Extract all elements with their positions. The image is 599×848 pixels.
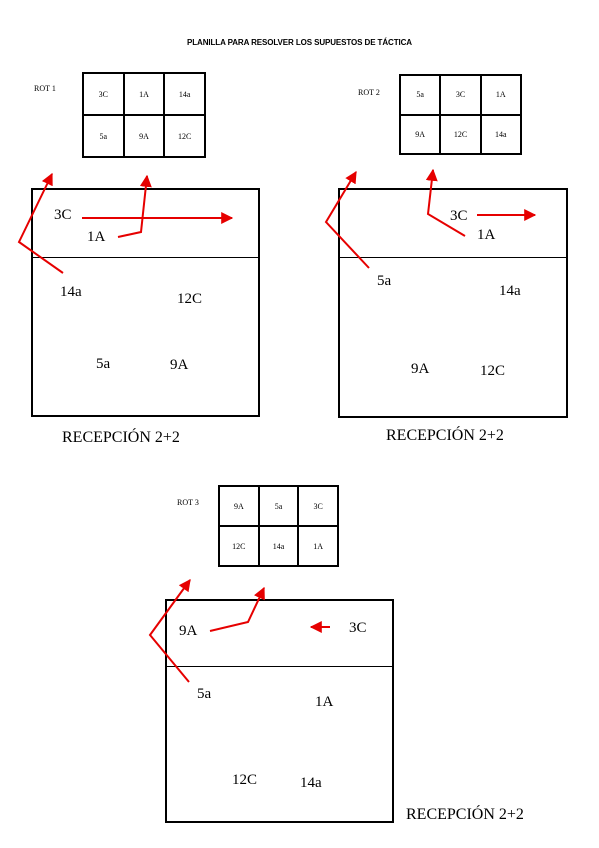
rotation-2-caption: RECEPCIÓN 2+2 <box>386 427 504 444</box>
rotation-1-label: ROT 1 <box>34 84 56 93</box>
player-label: 9A <box>179 623 198 639</box>
grid-cell: 9A <box>400 114 441 154</box>
player-label: 12C <box>232 772 258 788</box>
rotation-3-label: ROT 3 <box>177 498 199 507</box>
rotation-3-grid: 9A 5a 3C 12C 14a 1A <box>218 485 339 567</box>
player-label: 9A <box>170 357 189 373</box>
player-label: 9A <box>411 361 430 377</box>
grid-cell: 12C <box>164 115 205 157</box>
player-label: 5a <box>197 686 212 702</box>
net-line <box>33 257 258 258</box>
player-label: 3C <box>54 207 72 223</box>
player-label: 12C <box>480 363 506 379</box>
page-title: PLANILLA PARA RESOLVER LOS SUPUESTOS DE … <box>187 38 412 47</box>
player-label: 5a <box>377 273 392 289</box>
grid-cell: 3C <box>83 73 124 115</box>
player-label: 1A <box>87 229 106 245</box>
grid-cell: 5a <box>258 486 299 526</box>
player-label: 14a <box>60 284 82 300</box>
grid-cell: 9A <box>219 486 259 526</box>
grid-cell: 5a <box>400 75 441 115</box>
player-label: 3C <box>450 208 468 224</box>
rotation-3-caption: RECEPCIÓN 2+2 <box>406 806 524 823</box>
rotation-1-caption: RECEPCIÓN 2+2 <box>62 429 180 446</box>
rotation-2-grid: 5a 3C 1A 9A 12C 14a <box>399 74 522 155</box>
net-line <box>167 666 392 667</box>
grid-cell: 14a <box>164 73 205 115</box>
grid-cell: 3C <box>440 75 481 115</box>
grid-cell: 5a <box>83 115 124 157</box>
net-line <box>340 257 566 258</box>
grid-cell: 9A <box>123 115 165 157</box>
rotation-1-grid: 3C 1A 14a 5a 9A 12C <box>82 72 206 158</box>
grid-cell: 3C <box>298 486 338 526</box>
player-label: 14a <box>499 283 521 299</box>
player-label: 12C <box>177 291 203 307</box>
player-label: 1A <box>477 227 496 243</box>
player-label: 1A <box>315 694 334 710</box>
grid-cell: 14a <box>258 526 299 566</box>
rotation-2-label: ROT 2 <box>358 88 380 97</box>
grid-cell: 12C <box>440 114 481 154</box>
grid-cell: 1A <box>298 526 338 566</box>
grid-cell: 1A <box>123 73 165 115</box>
grid-cell: 14a <box>480 114 521 154</box>
player-label: 3C <box>349 620 367 636</box>
grid-cell: 1A <box>480 75 521 115</box>
grid-cell: 12C <box>219 526 259 566</box>
player-label: 5a <box>96 356 111 372</box>
player-label: 14a <box>300 775 322 791</box>
rotation-3-court <box>165 599 394 823</box>
